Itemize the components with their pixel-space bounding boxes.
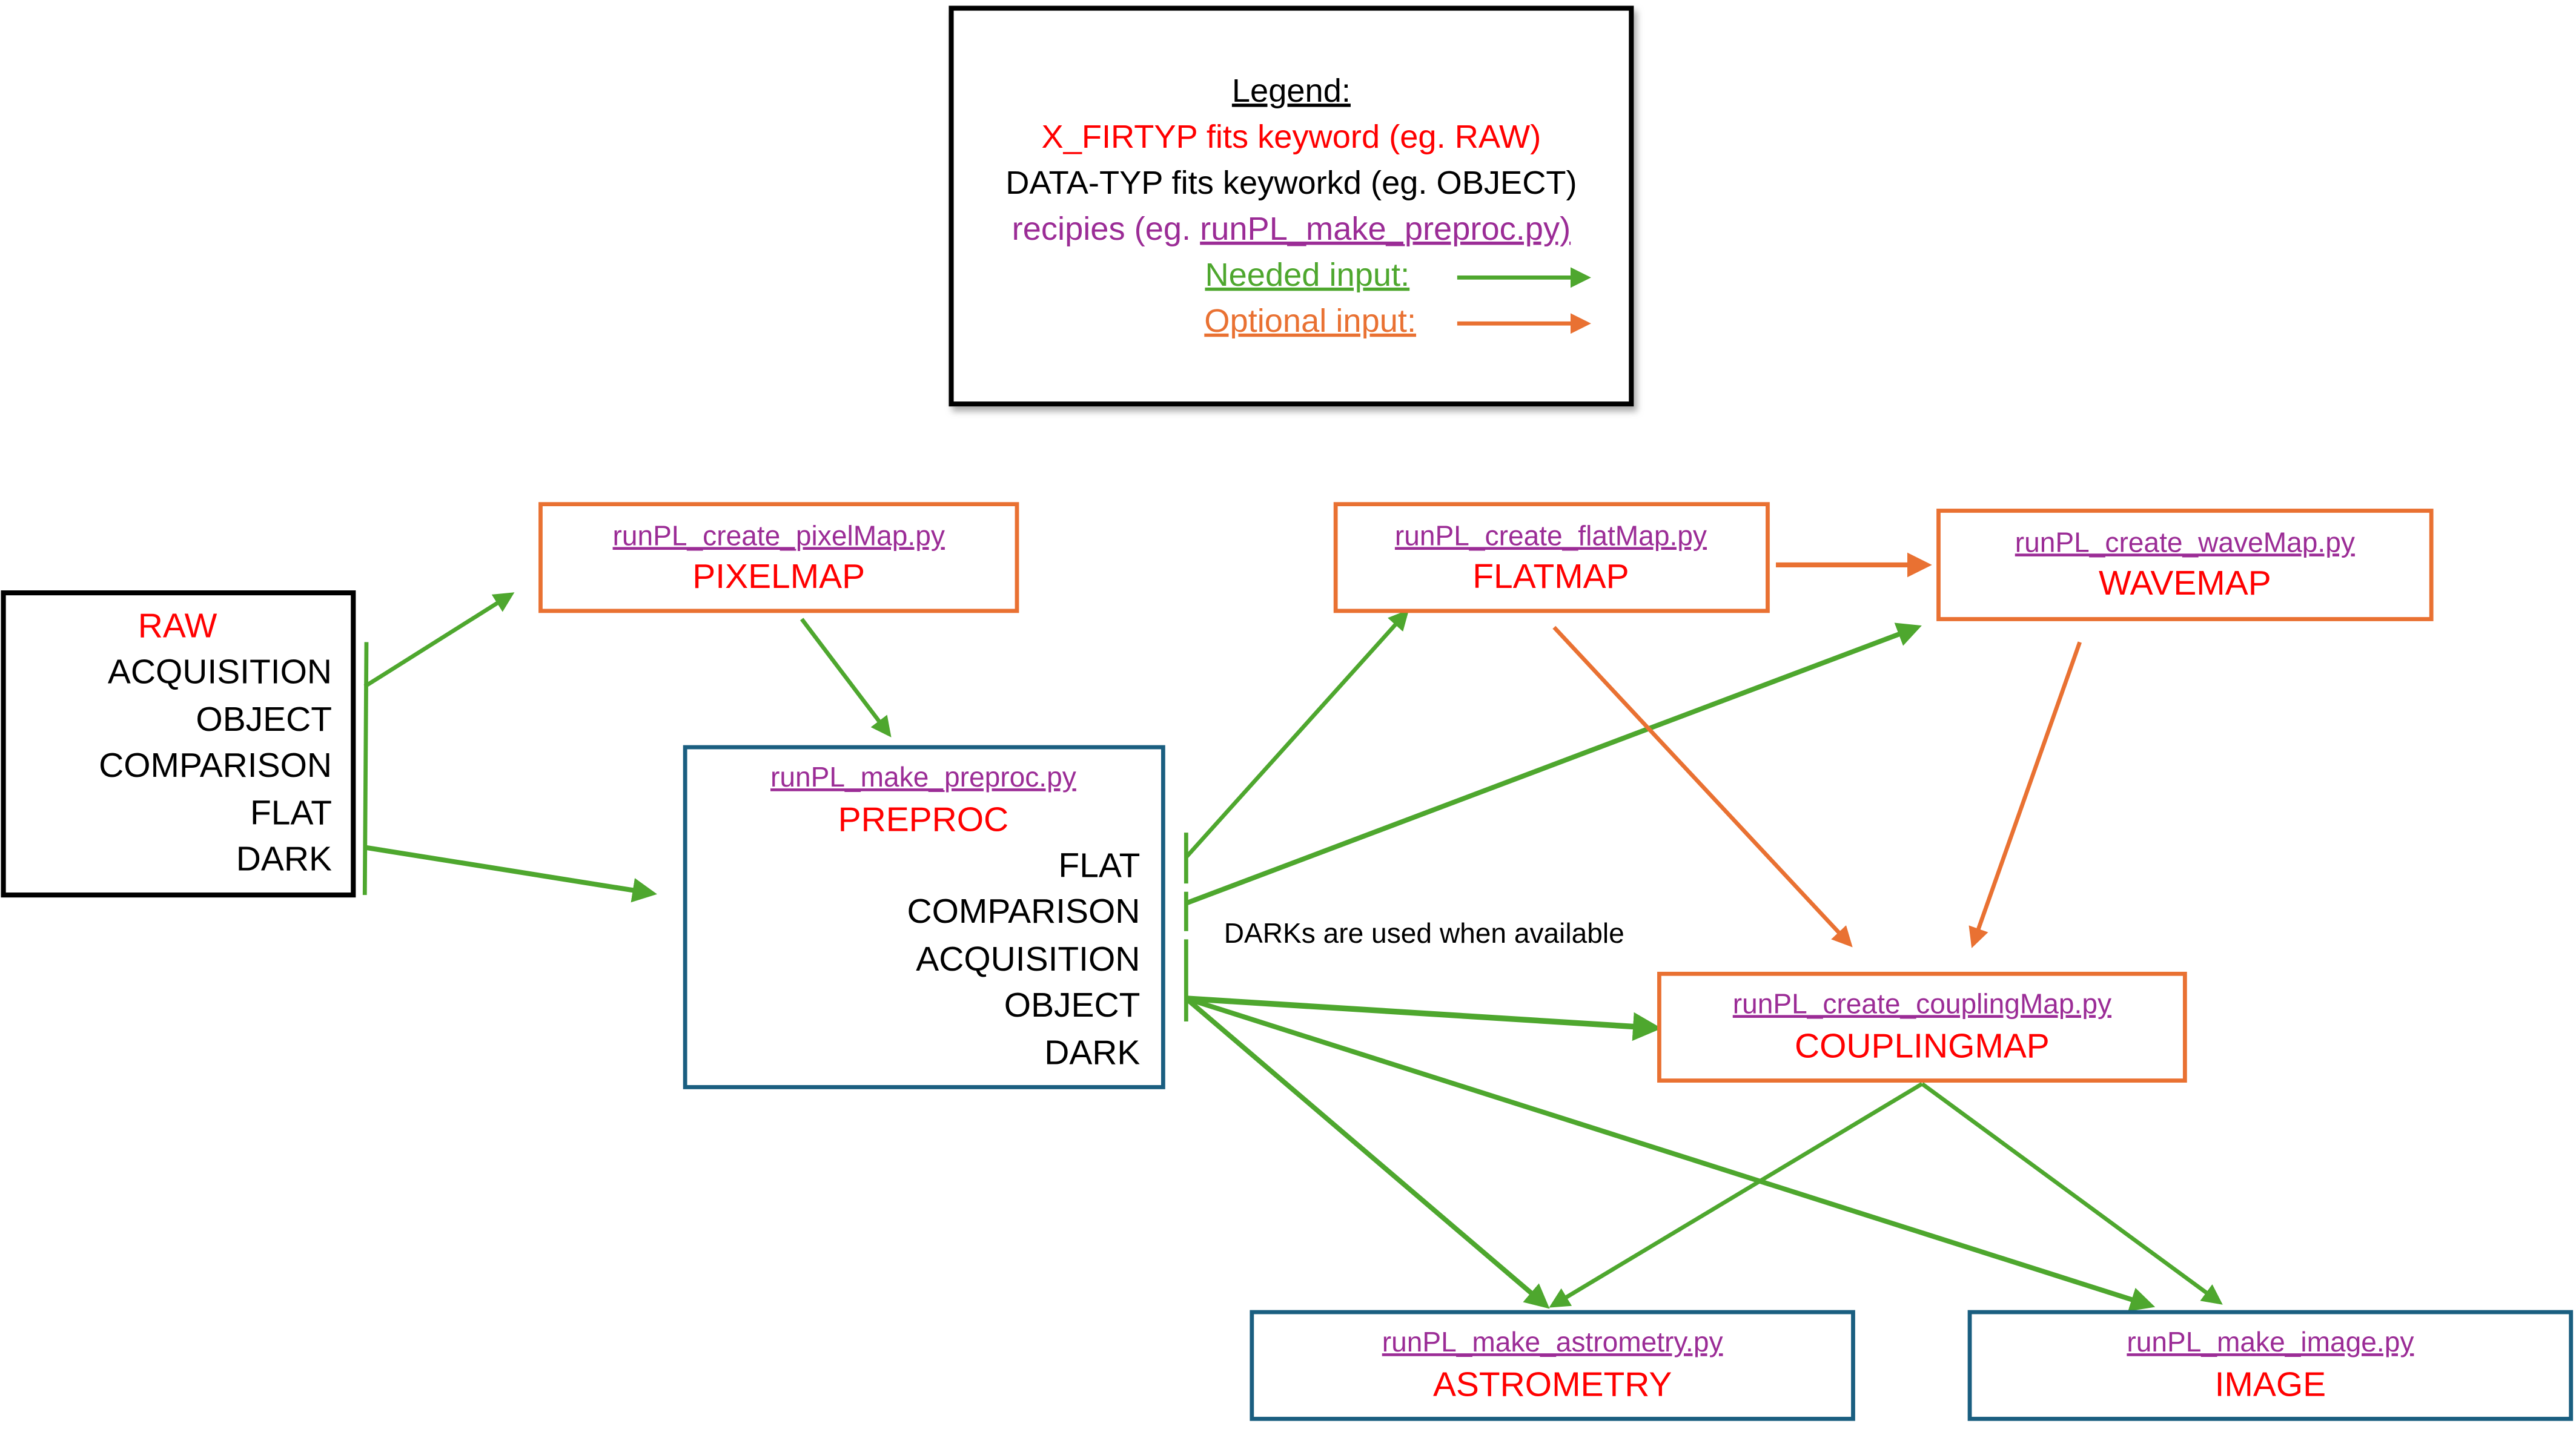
- edge-wavemap-to-couplingmap: [1968, 641, 2082, 948]
- raw-type: ACQUISITION: [108, 652, 332, 691]
- legend-optional-label: Optional input:: [1204, 303, 1416, 339]
- edge-preproc-to-astrometry: [1184, 996, 1550, 1309]
- raw-type: FLAT: [250, 794, 332, 833]
- darks-note: DARKs are used when available: [1224, 917, 1624, 949]
- image-box: [1967, 1310, 2574, 1421]
- edge-preproc-to-couplingmap: [1186, 995, 1662, 1041]
- flatmap-box: [1333, 502, 1770, 613]
- flatmap-recipe-link[interactable]: runPL_create_flatMap.py: [1395, 520, 1707, 551]
- legend-recipe-example: runPL_make_preproc.py): [1200, 211, 1571, 247]
- raw-type: DARK: [236, 839, 332, 878]
- flatmap-fits-type: FLATMAP: [1472, 557, 1629, 596]
- legend-needed-label: Needed input:: [1205, 257, 1409, 293]
- preproc-type: DARK: [1044, 1033, 1140, 1072]
- edge-pixelmap-to-preproc: [800, 618, 892, 737]
- preproc-type: ACQUISITION: [916, 940, 1140, 978]
- couplingmap-fits-type: COUPLINGMAP: [1795, 1027, 2050, 1066]
- image-recipe-link[interactable]: runPL_make_image.py: [2127, 1326, 2414, 1358]
- legend-title: Legend:: [1232, 73, 1351, 109]
- pixelmap-fits-type: PIXELMAP: [692, 557, 865, 596]
- edge-couplingmap-to-astrometry: [1549, 1082, 1924, 1308]
- preproc-type: OBJECT: [1004, 986, 1141, 1025]
- legend: Legend: X_FIRTYP fits keyword (eg. RAW) …: [949, 5, 1634, 407]
- legend-fits-keyword: X_FIRTYP fits keyword (eg. RAW): [1042, 119, 1541, 155]
- image-fits-type: IMAGE: [2215, 1365, 2326, 1404]
- raw-type: OBJECT: [196, 700, 332, 739]
- edge-preproc-to-flatmap: [1184, 609, 1409, 859]
- pixelmap-box: [538, 502, 1019, 613]
- edge-flatmap-to-couplingmap: [1552, 625, 1853, 948]
- preproc-recipe-link[interactable]: runPL_make_preproc.py: [770, 761, 1076, 793]
- node-raw: RAW ACQUISITION OBJECT COMPARISON FLAT D…: [1, 590, 356, 898]
- raw-type: COMPARISON: [99, 746, 332, 785]
- raw-bracket: [362, 642, 369, 896]
- edge-couplingmap-to-image: [1921, 1082, 2223, 1305]
- legend-recipe-prefix: recipies (eg.: [1012, 211, 1200, 247]
- preproc-type: COMPARISON: [907, 892, 1141, 931]
- edges: [362, 552, 2223, 1312]
- wavemap-recipe-link[interactable]: runPL_create_waveMap.py: [2015, 526, 2355, 558]
- astrometry-recipe-link[interactable]: runPL_make_astrometry.py: [1382, 1326, 1723, 1358]
- edge-preproc-to-wavemap: [1185, 622, 1922, 906]
- astrometry-box: [1250, 1310, 1855, 1421]
- couplingmap-box: [1657, 971, 2187, 1083]
- raw-fits-type: RAW: [138, 606, 217, 645]
- wavemap-fits-type: WAVEMAP: [2099, 564, 2271, 602]
- node-flatmap: runPL_create_flatMap.py FLATMAP: [1333, 502, 1770, 613]
- preproc-box: [683, 745, 1165, 1089]
- raw-box: [1, 590, 356, 898]
- node-astrometry: runPL_make_astrometry.py ASTROMETRY: [1250, 1310, 1855, 1421]
- edge-raw-to-pixelmap: [363, 592, 515, 688]
- legend-recipe: recipies (eg. runPL_make_preproc.py): [1012, 211, 1571, 247]
- node-preproc: runPL_make_preproc.py PREPROC FLAT COMPA…: [683, 745, 1165, 1089]
- pixelmap-recipe-link[interactable]: runPL_create_pixelMap.py: [613, 520, 945, 551]
- couplingmap-recipe-link[interactable]: runPL_create_couplingMap.py: [1733, 988, 2111, 1019]
- preproc-fits-type: PREPROC: [838, 800, 1009, 839]
- node-image: runPL_make_image.py IMAGE: [1967, 1310, 2574, 1421]
- astrometry-fits-type: ASTROMETRY: [1433, 1365, 1672, 1404]
- node-couplingmap: runPL_create_couplingMap.py COUPLINGMAP: [1657, 971, 2187, 1083]
- legend-box: [949, 5, 1634, 407]
- legend-data-type: DATA-TYP fits keyworkd (eg. OBJECT): [1005, 165, 1577, 201]
- edge-preproc-to-image: [1185, 996, 2156, 1312]
- wavemap-box: [1936, 509, 2434, 621]
- node-wavemap: runPL_create_waveMap.py WAVEMAP: [1936, 509, 2434, 621]
- edge-raw-to-preproc: [364, 845, 657, 903]
- node-pixelmap: runPL_create_pixelMap.py PIXELMAP: [538, 502, 1019, 613]
- preproc-type: FLAT: [1058, 846, 1140, 885]
